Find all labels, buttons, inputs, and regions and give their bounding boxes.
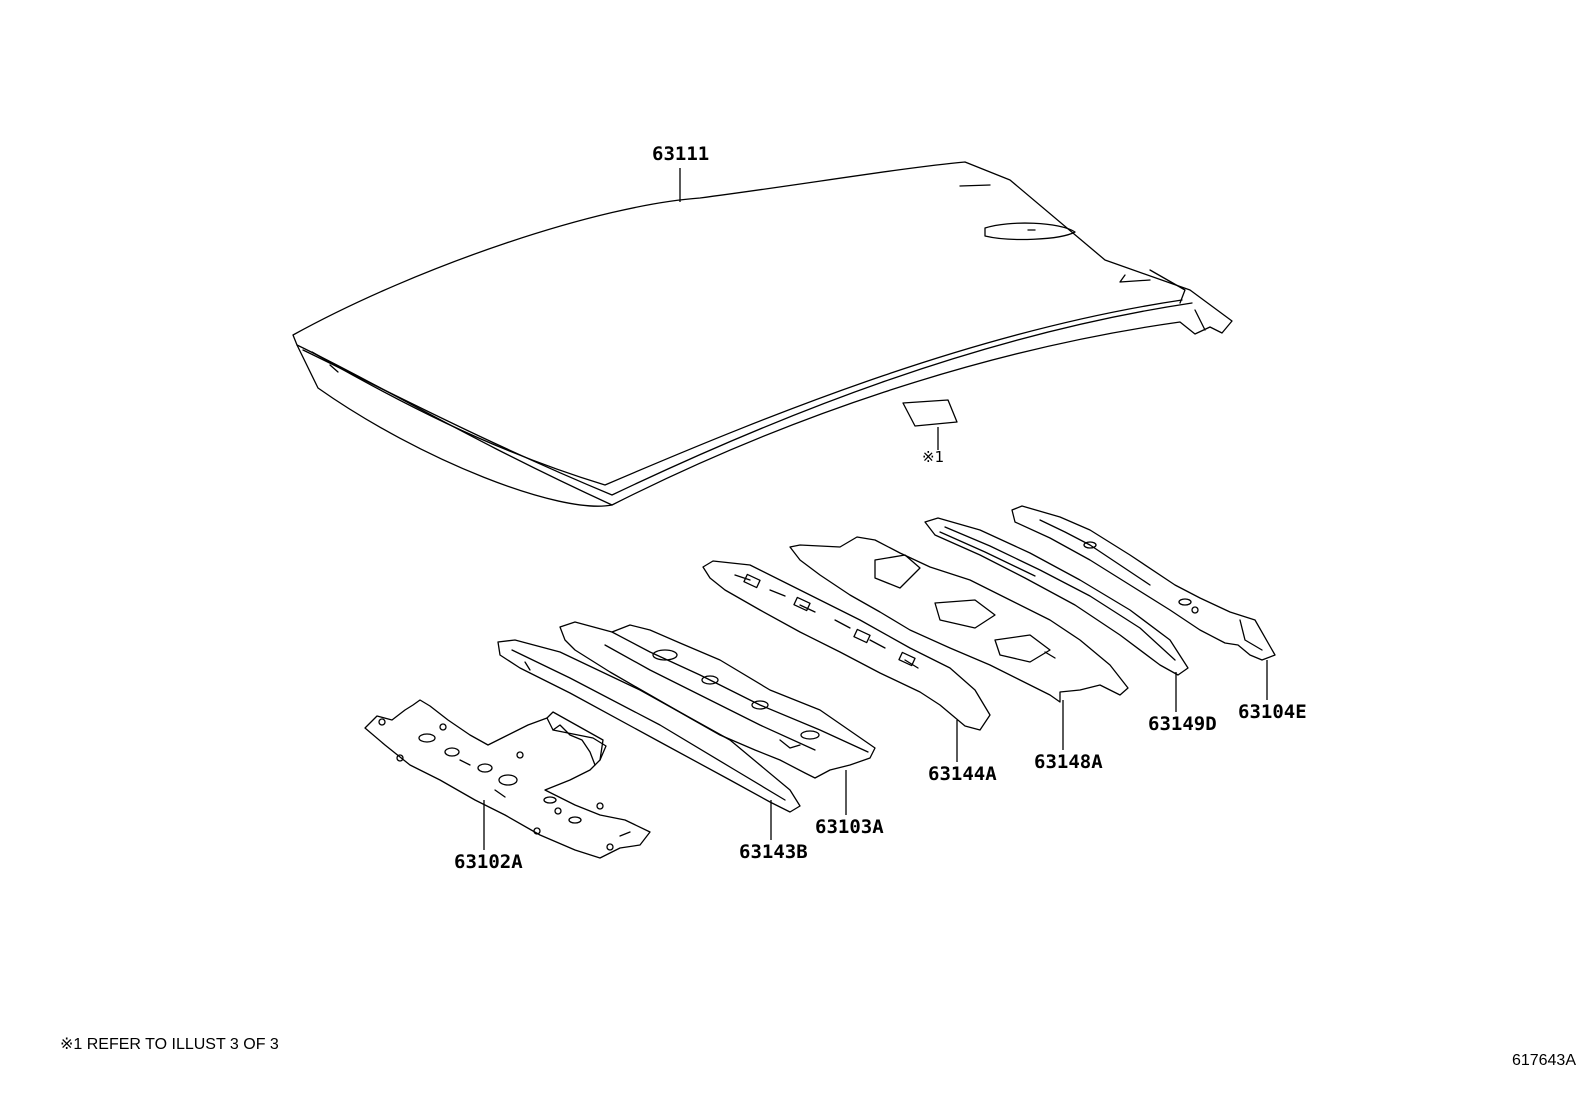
front-roof-header-panel-label: 63103A <box>815 816 884 838</box>
roof-panel-reinforcement-center-2-label: 63148A <box>1034 751 1103 773</box>
roof-panel-drawing[interactable] <box>292 161 1233 507</box>
roof-panel-reinforcement-rear-drawing[interactable] <box>924 517 1189 676</box>
footnote: ※1 REFER TO ILLUST 3 OF 3 <box>60 1036 279 1053</box>
front-roof-header-panel-drawing[interactable] <box>559 621 876 779</box>
front-roof-panel-reinforcement-label: 63102A <box>454 851 523 873</box>
ref-sheet-label: ※1 <box>922 448 944 466</box>
illustration-code: 617643A <box>1511 1052 1576 1069</box>
roof-panel-reinforcement-center-drawing[interactable] <box>702 560 991 731</box>
roof-panel-reinforcement-front-label: 63143B <box>739 841 808 863</box>
ref-sheet-drawing[interactable] <box>902 399 958 427</box>
roof-panel-reinforcement-center-2-drawing[interactable] <box>789 536 1129 703</box>
roof-panel-label: 63111 <box>652 143 709 165</box>
roof-panel-reinforcement-front-drawing[interactable] <box>497 639 801 813</box>
roof-panel-reinforcement-center-label: 63144A <box>928 763 997 785</box>
front-roof-panel-reinforcement-drawing[interactable] <box>364 699 651 859</box>
roof-panel-reinforcement-rear-label: 63149D <box>1148 713 1217 735</box>
rear-roof-header-panel-drawing[interactable] <box>1011 505 1276 661</box>
rear-roof-header-panel-label: 63104E <box>1238 701 1307 723</box>
